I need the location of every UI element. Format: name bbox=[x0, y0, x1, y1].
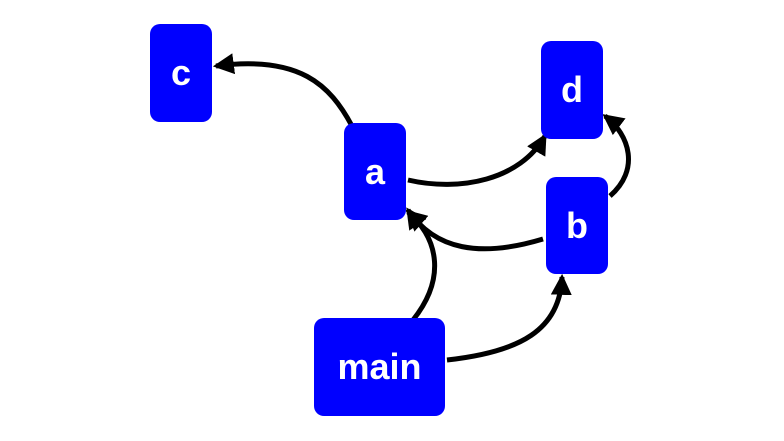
node-a-label: a bbox=[364, 150, 386, 192]
edge-main-to-a bbox=[405, 209, 437, 322]
node-d[interactable]: d bbox=[541, 41, 603, 139]
node-main-label: main bbox=[337, 346, 422, 387]
edge-a-to-c bbox=[212, 53, 355, 128]
node-c[interactable]: c bbox=[150, 24, 212, 122]
node-b-label: b bbox=[566, 204, 588, 246]
node-main[interactable]: main bbox=[314, 318, 445, 416]
node-c-label: c bbox=[170, 52, 192, 93]
node-b[interactable]: b bbox=[546, 177, 608, 274]
edge-a-to-d bbox=[407, 133, 548, 187]
edge-b-to-d bbox=[602, 114, 631, 198]
node-a[interactable]: a bbox=[344, 123, 406, 220]
node-d-label: d bbox=[561, 69, 583, 110]
edge-main-to-b bbox=[446, 273, 572, 363]
